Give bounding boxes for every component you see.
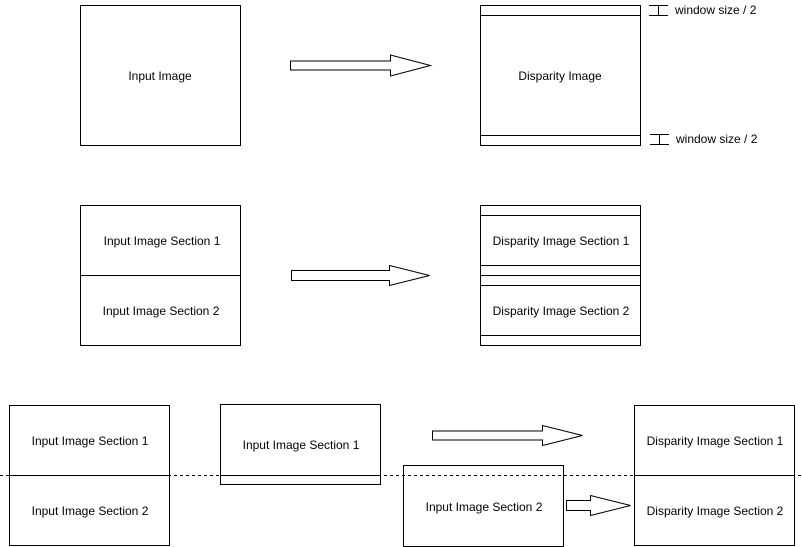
dimension-bracket-icon: [649, 5, 668, 16]
arrow-right-icon: [566, 494, 631, 517]
window-size-bottom-label: window size / 2: [675, 132, 758, 146]
padded-section-2-box: [403, 465, 564, 547]
padded-section-1-box: [220, 404, 381, 485]
row1: Input Image Disparity Image window size …: [80, 3, 758, 146]
arrow-right-icon: [432, 424, 583, 447]
input-image-box: [80, 5, 241, 146]
input-image-label: Input Image: [128, 69, 192, 83]
disparity-section-2-label: Disparity Image Section 2: [493, 304, 630, 318]
padded-section-2-label: Input Image Section 2: [426, 500, 543, 514]
disparity-section-1-label: Disparity Image Section 1: [493, 234, 630, 248]
input-section-1-label: Input Image Section 1: [104, 234, 221, 248]
input-section-2-label: Input Image Section 2: [103, 304, 220, 318]
disparity-section-1-box: [480, 205, 641, 276]
padded-section-1-label: Input Image Section 1: [243, 438, 360, 452]
input-section-1-label: Input Image Section 1: [32, 434, 149, 448]
disparity-section-1-label: Disparity Image Section 1: [647, 434, 784, 448]
disparity-image-label: Disparity Image: [518, 69, 602, 83]
disparity-section-2-box: [480, 275, 641, 346]
input-section-2-box: [9, 475, 170, 546]
disparity-section-1-box: [634, 405, 795, 476]
input-section-2-box: [80, 275, 241, 346]
row2: Input Image Section 1 Input Image Sectio…: [80, 205, 641, 346]
disparity-section-2-box: [634, 475, 795, 546]
arrow-right-icon: [291, 264, 430, 287]
input-section-1-box: [9, 405, 170, 476]
window-size-top-label: window size / 2: [674, 3, 757, 17]
disparity-image-box: [480, 5, 641, 146]
input-section-2-label: Input Image Section 2: [32, 504, 149, 518]
input-section-1-box: [80, 205, 241, 276]
disparity-section-2-label: Disparity Image Section 2: [647, 504, 784, 518]
row3: Input Image Section 1 Input Image Sectio…: [0, 404, 802, 547]
arrow-right-icon: [290, 54, 433, 77]
dimension-bracket-icon: [650, 134, 669, 145]
